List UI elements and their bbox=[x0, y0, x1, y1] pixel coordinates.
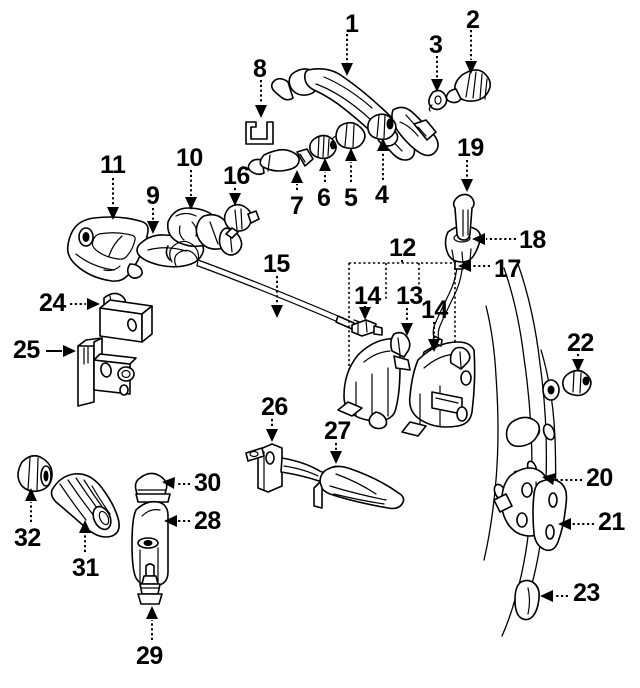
part-handle-end-plug bbox=[445, 69, 491, 104]
callout-leaders bbox=[25, 30, 594, 640]
callout-label-13[interactable]: 13 bbox=[396, 282, 423, 310]
callout-label-24[interactable]: 24 bbox=[39, 289, 66, 317]
callout-label-1[interactable]: 1 bbox=[345, 10, 359, 38]
part-bumper-23 bbox=[514, 579, 540, 621]
callout-label-8[interactable]: 8 bbox=[253, 55, 267, 83]
part-bushing-4 bbox=[367, 113, 397, 141]
callout-label-17[interactable]: 17 bbox=[494, 255, 521, 283]
callout-label-30[interactable]: 30 bbox=[194, 469, 221, 497]
part-lock-knob-rod-19 bbox=[452, 193, 475, 241]
callout-label-14[interactable]: 14 bbox=[354, 282, 381, 310]
callout-label-5[interactable]: 5 bbox=[344, 184, 358, 212]
part-lock-cylinder bbox=[247, 148, 314, 176]
callout-label-23[interactable]: 23 bbox=[573, 579, 600, 607]
part-cap-nut-30 bbox=[134, 472, 171, 503]
part-support-bracket-25 bbox=[77, 337, 137, 407]
callout-label-15[interactable]: 15 bbox=[263, 250, 290, 278]
part-retainer-clip bbox=[428, 89, 448, 112]
callout-label-20[interactable]: 20 bbox=[586, 464, 613, 492]
callout-label-29[interactable]: 29 bbox=[136, 642, 163, 670]
callout-label-27[interactable]: 27 bbox=[324, 417, 351, 445]
part-push-pin-29 bbox=[137, 563, 163, 605]
part-door-hinge-21 bbox=[532, 478, 568, 552]
callout-label-4[interactable]: 4 bbox=[375, 181, 389, 209]
callout-label-6[interactable]: 6 bbox=[317, 184, 331, 212]
part-striker-bracket-24 bbox=[99, 292, 153, 343]
part-spacer-6 bbox=[309, 134, 337, 160]
callout-label-32[interactable]: 32 bbox=[14, 524, 41, 552]
callout-label-25[interactable]: 25 bbox=[13, 336, 40, 364]
part-conduit-boot-31 bbox=[50, 472, 120, 538]
part-grommet-seal-32 bbox=[17, 454, 53, 493]
callout-label-10[interactable]: 10 bbox=[176, 144, 203, 172]
callout-label-14-right[interactable]: 14 bbox=[421, 296, 448, 324]
callout-label-26[interactable]: 26 bbox=[261, 393, 288, 421]
part-hinge-nut-22 bbox=[562, 369, 592, 397]
part-rod-clip-16 bbox=[223, 203, 260, 239]
part-lock-clip-14-left bbox=[351, 319, 383, 337]
door-pillar-panel bbox=[483, 263, 560, 637]
part-door-latch-actuator-13 bbox=[337, 331, 411, 430]
callout-label-7[interactable]: 7 bbox=[290, 192, 304, 220]
callout-label-28[interactable]: 28 bbox=[194, 507, 221, 535]
part-grommet-5 bbox=[331, 121, 366, 150]
callout-label-18[interactable]: 18 bbox=[519, 226, 546, 254]
callout-label-9[interactable]: 9 bbox=[146, 182, 160, 210]
callout-label-21[interactable]: 21 bbox=[598, 508, 625, 536]
part-lock-knob-18 bbox=[444, 225, 482, 265]
part-handle-housing-11 bbox=[66, 216, 149, 282]
callout-label-19[interactable]: 19 bbox=[457, 134, 484, 162]
callout-label-31[interactable]: 31 bbox=[72, 554, 99, 582]
part-check-arm-cover-27 bbox=[313, 465, 405, 510]
callout-label-12[interactable]: 12 bbox=[389, 234, 416, 262]
part-bezel-insert-28 bbox=[131, 500, 169, 588]
callout-label-22[interactable]: 22 bbox=[567, 329, 594, 357]
callout-label-16[interactable]: 16 bbox=[223, 162, 250, 190]
part-door-lock-assembly bbox=[401, 341, 476, 437]
callout-label-2[interactable]: 2 bbox=[466, 6, 480, 34]
callout-label-11[interactable]: 11 bbox=[100, 151, 126, 179]
callout-label-3[interactable]: 3 bbox=[429, 31, 443, 59]
part-retainer-bracket-8 bbox=[245, 121, 274, 145]
